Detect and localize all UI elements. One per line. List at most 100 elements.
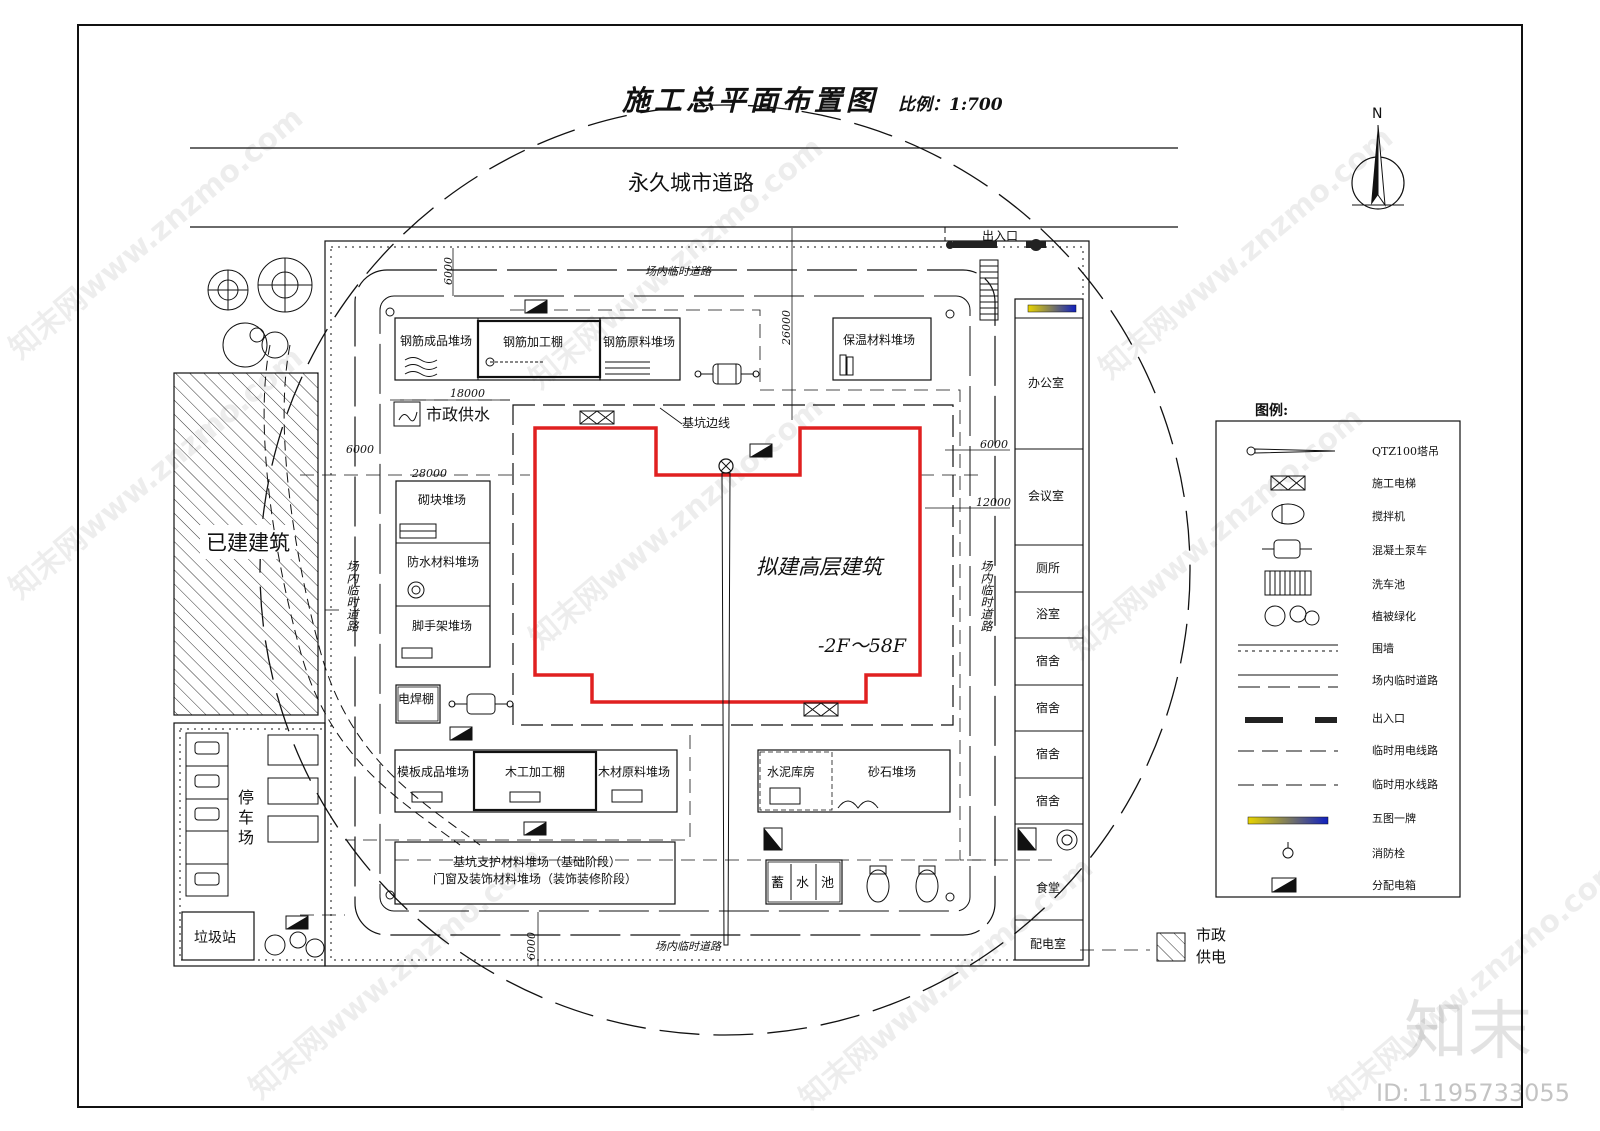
legend-item: 场内临时道路 [1372, 673, 1438, 687]
entrance-label: 出入口 [982, 229, 1018, 243]
svg-text:停: 停 [238, 788, 254, 807]
watermark-text: 知末网www.znzmo.com [523, 390, 830, 656]
legend-item: 洗车池 [1372, 577, 1405, 591]
sheet-border [77, 24, 1523, 1108]
proposed-building-label: 拟建高层建筑 [756, 555, 885, 579]
room-label: 配电室 [1030, 936, 1066, 951]
svg-text:电焊棚: 电焊棚 [398, 691, 434, 706]
dim-6000-left: 6000 [346, 443, 374, 456]
scale-label: 比例：1:700 [898, 95, 1003, 115]
svg-text:保温材料堆场: 保温材料堆场 [843, 333, 915, 347]
cement-sand-yard: 水泥库房 砂石堆场 [757, 749, 951, 813]
wash-pit [979, 259, 999, 321]
yard-rebar-process: 钢筋加工棚 [503, 334, 563, 349]
concrete-pump-icon [694, 363, 760, 385]
room-label: 食堂 [1036, 880, 1060, 895]
construction-elevator-icon [579, 410, 839, 717]
svg-text:场: 场 [238, 828, 254, 847]
svg-text:市政: 市政 [1196, 926, 1226, 944]
proposed-building-outline [533, 426, 922, 704]
svg-text:池: 池 [821, 876, 834, 891]
brand-logo: 知末 [1404, 995, 1532, 1069]
city-road: 永久城市道路 [190, 147, 1178, 228]
dim-6000-bottom: 6000 [525, 932, 538, 960]
yard-rebar-raw: 钢筋原料堆场 [603, 334, 675, 349]
water-supply: 市政供水 [393, 401, 490, 427]
legend-item: 临时用电线路 [1372, 743, 1438, 757]
concrete-pump-icon [448, 693, 514, 715]
legend-item: QTZ100塔吊 [1372, 445, 1439, 458]
greenery-icon [264, 931, 325, 958]
rebar-yard-group: 钢筋成品堆场 钢筋加工棚 钢筋原料堆场 [394, 317, 681, 381]
internal-road: 场内临时道路 场内临时道路 [354, 265, 996, 953]
watermark-text: 知末网www.znzmo.com [3, 100, 310, 366]
svg-text:砂石堆场: 砂石堆场 [868, 765, 916, 779]
road-label-left: 场内临时道路 [344, 560, 359, 632]
north-label: N [1372, 106, 1382, 122]
svg-text:水泥库房: 水泥库房 [767, 764, 815, 779]
room-label: 宿舍 [1036, 700, 1060, 715]
water-supply-label: 市政供水 [426, 405, 490, 424]
svg-text:脚手架堆场: 脚手架堆场 [412, 618, 472, 633]
legend: 图例: QTZ100塔吊 施工电梯 搅拌机 混凝土泵车 洗车池 植被绿化 围墙 … [1215, 402, 1461, 898]
legend-item: 围墙 [1372, 641, 1394, 655]
city-road-label: 永久城市道路 [628, 171, 754, 195]
dim-6000-right: 6000 [980, 438, 1008, 451]
greenery-icon [207, 257, 313, 368]
svg-text:砌块堆场: 砌块堆场 [418, 493, 466, 507]
legend-item: 混凝土泵车 [1372, 543, 1427, 557]
yard-rebar-product: 钢筋成品堆场 [400, 333, 472, 348]
dim-6000-top: 6000 [442, 257, 455, 285]
svg-text:车: 车 [238, 808, 254, 827]
watermark-text: 知末网www.znzmo.com [1323, 850, 1600, 1116]
legend-item: 植被绿化 [1372, 609, 1416, 623]
legend-item: 出入口 [1372, 711, 1405, 725]
svg-text:模板成品堆场: 模板成品堆场 [397, 765, 469, 779]
room-label: 厕所 [1036, 561, 1060, 575]
dim-26000: 26000 [780, 310, 793, 346]
room-label: 宿舍 [1036, 746, 1060, 761]
image-id: ID: 1195733055 [1376, 1079, 1570, 1107]
svg-text:防水材料堆场: 防水材料堆场 [407, 554, 479, 569]
welding-shed: 电焊棚 [395, 684, 441, 724]
legend-item: 临时用水线路 [1372, 777, 1438, 791]
svg-text:木材原料堆场: 木材原料堆场 [598, 765, 670, 779]
site-office-strip: 办公室 会议室 厕所 浴室 宿舍 宿舍 宿舍 宿舍 食堂 配电室 [1014, 298, 1084, 961]
road-label-right: 场内临时道路 [978, 560, 993, 632]
legend-title: 图例: [1255, 402, 1288, 419]
page-title: 施工总平面布置图 [621, 84, 878, 117]
foundation-pit-edge [512, 404, 954, 726]
room-label: 宿舍 [1036, 793, 1060, 808]
mixer-icon [866, 865, 939, 903]
left-yard-column: 砌块堆场 防水材料堆场 脚手架堆场 [395, 480, 491, 668]
legend-item: 分配电箱 [1372, 878, 1416, 892]
dim-28000: 28000 [411, 467, 447, 480]
svg-text:供电: 供电 [1196, 948, 1226, 966]
legend-item: 消防栓 [1372, 846, 1405, 860]
existing-building-label: 已建建筑 [206, 531, 290, 555]
distribution-box-icon [285, 299, 1037, 930]
entrance-gate: 出入口 [944, 227, 1046, 251]
room-label: 办公室 [1028, 375, 1064, 390]
svg-text:垃圾站: 垃圾站 [194, 930, 236, 946]
fire-hydrant-icon [385, 307, 955, 902]
support-material-yard: 基坑支护材料堆场（基础阶段） 门窗及装饰材料堆场（装饰装修阶段） [394, 841, 676, 905]
power-supply: 市政 供电 [1156, 926, 1226, 966]
formwork-yard-group: 模板成品堆场 木工加工棚 木材原料堆场 [394, 749, 678, 813]
svg-text:木工加工棚: 木工加工棚 [505, 764, 565, 779]
garbage-station: 垃圾站 [181, 911, 255, 961]
room-label: 宿舍 [1036, 653, 1060, 668]
water-tank: 蓄 水 池 [765, 859, 843, 905]
insulation-yard: 保温材料堆场 [832, 317, 932, 381]
legend-item: 五图一牌 [1372, 811, 1416, 825]
svg-text:水: 水 [796, 876, 809, 891]
room-label: 会议室 [1028, 488, 1064, 503]
tower-crane-icon [718, 458, 734, 946]
greenery-icon [1056, 829, 1078, 851]
watermark-text: 知末网www.znzmo.com [1093, 120, 1400, 386]
room-label: 浴室 [1036, 606, 1060, 621]
legend-item: 施工电梯 [1372, 477, 1416, 490]
legend-item: 搅拌机 [1372, 509, 1405, 523]
parking-lot: 停 车 场 [185, 732, 319, 897]
